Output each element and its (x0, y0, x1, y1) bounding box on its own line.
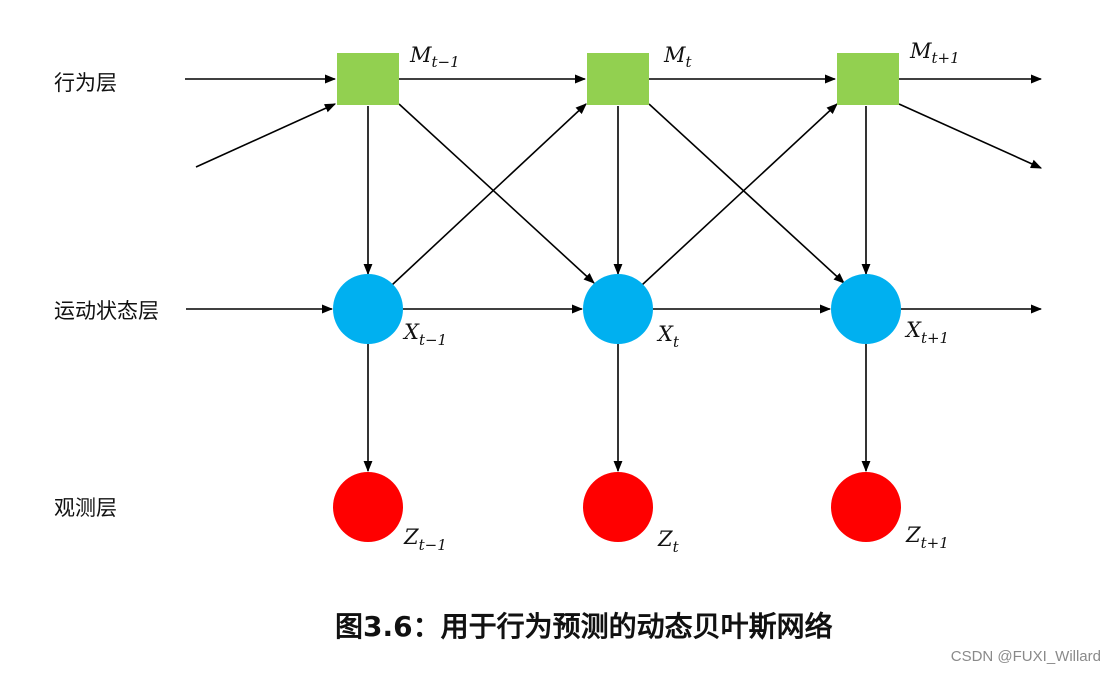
motion-node-x-t-minus-1 (333, 274, 403, 344)
edge-x2-m3 (641, 103, 838, 286)
label-m-t-minus-1: Mt−1 (409, 43, 460, 71)
label-x-t-plus-1: Xt+1 (904, 318, 949, 347)
figure-caption: 图3.6：用于行为预测的动态贝叶斯网络 (335, 610, 833, 643)
label-m-t-plus-1: Mt+1 (909, 39, 960, 67)
motion-node-x-t (583, 274, 653, 344)
behavior-node-m-t-minus-1 (337, 53, 399, 105)
motion-node-x-t-plus-1 (831, 274, 901, 344)
observation-node-z-t-minus-1 (333, 472, 403, 542)
behavior-layer-label: 行为层 (54, 71, 117, 95)
label-x-t: Xt (656, 322, 680, 351)
watermark: CSDN @FUXI_Willard (951, 648, 1101, 665)
label-z-t-plus-1: Zt+1 (905, 523, 949, 552)
behavior-node-m-t (587, 53, 649, 105)
edge-m1-x2 (398, 103, 595, 284)
behavior-node-m-t-plus-1 (837, 53, 899, 105)
label-z-t: Zt (657, 527, 680, 556)
edge-m3-out-diag (898, 103, 1043, 169)
edge-m2-x3 (648, 103, 845, 284)
label-m-t: Mt (663, 43, 693, 71)
label-x-t-minus-1: Xt−1 (402, 320, 447, 349)
edge-in-diag-m1 (195, 103, 337, 168)
observation-node-z-t (583, 472, 653, 542)
edge-x1-m2 (391, 103, 587, 286)
observation-node-z-t-plus-1 (831, 472, 901, 542)
observation-layer-label: 观测层 (54, 496, 117, 520)
motion-layer-label: 运动状态层 (54, 299, 159, 323)
label-z-t-minus-1: Zt−1 (403, 525, 447, 554)
